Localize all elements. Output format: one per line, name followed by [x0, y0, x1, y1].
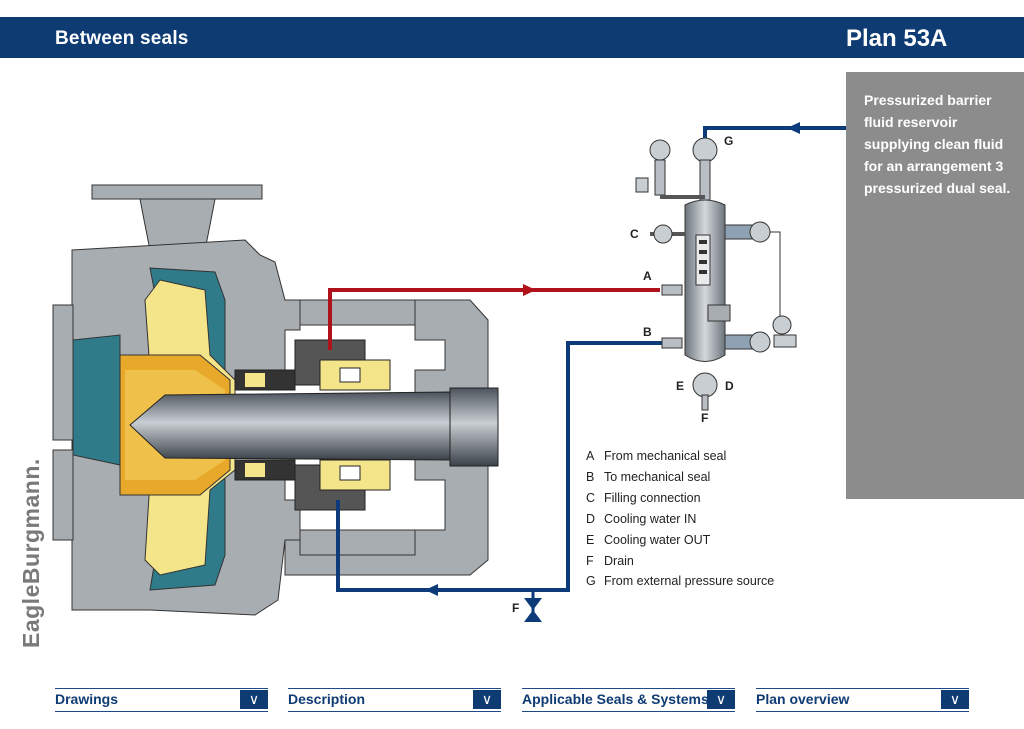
section-title: Between seals	[55, 28, 189, 49]
tab-applicable-seals[interactable]: Applicable Seals & Systems ∨	[522, 688, 735, 712]
flow-arrow-icon	[523, 284, 536, 296]
tab-plan-overview[interactable]: Plan overview ∨	[756, 688, 969, 712]
tab-drawings[interactable]: Drawings ∨	[55, 688, 268, 712]
plan-title: Plan 53A	[846, 25, 948, 52]
dropdown-button[interactable]: ∨	[707, 690, 735, 709]
dropdown-button[interactable]: ∨	[240, 690, 268, 709]
reservoir	[635, 137, 797, 411]
shaft	[129, 387, 499, 467]
chevron-down-icon: ∨	[481, 691, 493, 707]
info-text: Pressurized barrier fluid reservoir supp…	[864, 92, 1011, 196]
tab-label: Drawings	[55, 691, 119, 707]
label-d: D	[725, 379, 734, 393]
label-b: B	[643, 325, 652, 339]
info-panel: Pressurized barrier fluid reservoir supp…	[846, 72, 1024, 499]
tab-description[interactable]: Description ∨	[288, 688, 501, 712]
label-f-drain: F	[512, 601, 519, 615]
tab-label: Applicable Seals & Systems	[522, 691, 709, 707]
piping	[328, 122, 846, 622]
flow-arrow-icon	[425, 584, 438, 596]
label-c: C	[630, 227, 639, 241]
label-f-reservoir: F	[701, 411, 708, 425]
pressure-gauge-icon	[649, 139, 671, 161]
chevron-down-icon: ∨	[248, 691, 260, 707]
dropdown-button[interactable]: ∨	[941, 690, 969, 709]
label-a: A	[643, 269, 652, 283]
flow-arrow-icon	[787, 122, 800, 134]
label-e: E	[676, 379, 684, 393]
tab-label: Description	[288, 691, 366, 707]
header-bar	[0, 17, 1024, 58]
seal-cartridge	[234, 339, 391, 511]
dropdown-button[interactable]: ∨	[473, 690, 501, 709]
chevron-down-icon: ∨	[949, 691, 961, 707]
tab-label: Plan overview	[756, 691, 850, 707]
label-g: G	[724, 134, 733, 148]
drain-valve-icon	[524, 598, 542, 610]
chevron-down-icon: ∨	[715, 691, 727, 707]
